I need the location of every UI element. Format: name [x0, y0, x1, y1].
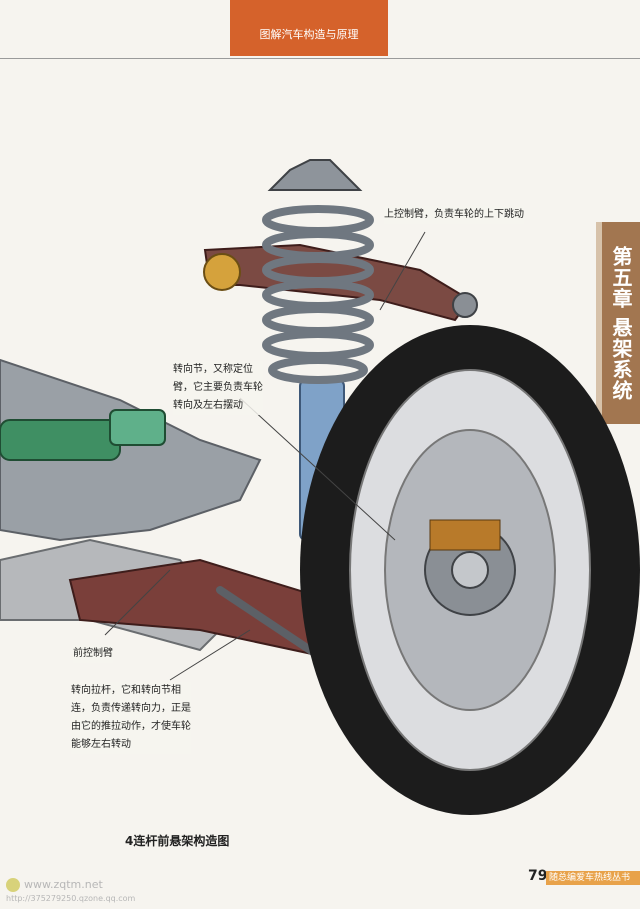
- upper-arm-bushing: [203, 253, 241, 291]
- header-book-title: 图解汽车构造与原理: [230, 0, 388, 56]
- upper-ball-joint: [452, 292, 478, 318]
- chapter-title: 悬架系统: [609, 316, 633, 401]
- caption-tie-rod-line: 能够左右转动: [71, 739, 131, 750]
- watermark-site: www.zqtm.net: [24, 878, 103, 891]
- coil-spring: [262, 205, 374, 384]
- watermark: www.zqtm.net http://375279250.qzone.qq.c…: [6, 878, 135, 906]
- steering-valve: [109, 409, 166, 446]
- caption-steering-knuckle: 转向节，又称定位 臂，它主要负责车轮 转向及左右摆动: [173, 361, 263, 415]
- caption-tie-rod-line: 由它的推拉动作，才使车轮: [71, 721, 191, 732]
- callout-line-knuckle: [239, 397, 396, 541]
- series-label: 随总编爱车热线丛书: [546, 871, 640, 885]
- watermark-sub: http://375279250.qzone.qq.com: [6, 894, 136, 903]
- callout-line-upper-arm: [379, 231, 426, 311]
- book-title-text: 图解汽车构造与原理: [259, 28, 359, 41]
- chapter-number: 第五章: [609, 245, 633, 309]
- callout-line-tie-rod: [169, 629, 251, 681]
- spring-top-mount: [267, 159, 363, 191]
- figure-title: 4连杆前悬架构造图: [125, 834, 230, 848]
- caption-tie-rod-line: 连，负责传递转向力，正是: [71, 703, 191, 714]
- callout-line-front-arm: [104, 569, 171, 636]
- caption-steering-knuckle-line: 臂，它主要负责车轮: [173, 382, 263, 393]
- caption-tie-rod-line: 转向拉杆，它和转向节相: [71, 685, 181, 696]
- caption-steering-knuckle-line: 转向及左右摆动: [173, 400, 243, 411]
- steering-rack: [0, 419, 121, 461]
- caption-steering-knuckle-line: 转向节，又称定位: [173, 364, 253, 375]
- suspension-illustration: [0, 159, 640, 815]
- caption-tie-rod: 转向拉杆，它和转向节相 连，负责传递转向力，正是 由它的推拉动作，才使车轮 能够…: [71, 682, 191, 754]
- caption-front-control-arm: 前控制臂: [73, 645, 113, 663]
- header-divider: [0, 58, 640, 59]
- caption-upper-control-arm: 上控制臂，负责车轮的上下跳动: [384, 206, 524, 224]
- watermark-logo-icon: [6, 878, 20, 892]
- chapter-tab: 第五章 悬架系统: [596, 222, 640, 424]
- wheel-and-tire: [300, 325, 640, 815]
- page-number: 79: [528, 868, 548, 884]
